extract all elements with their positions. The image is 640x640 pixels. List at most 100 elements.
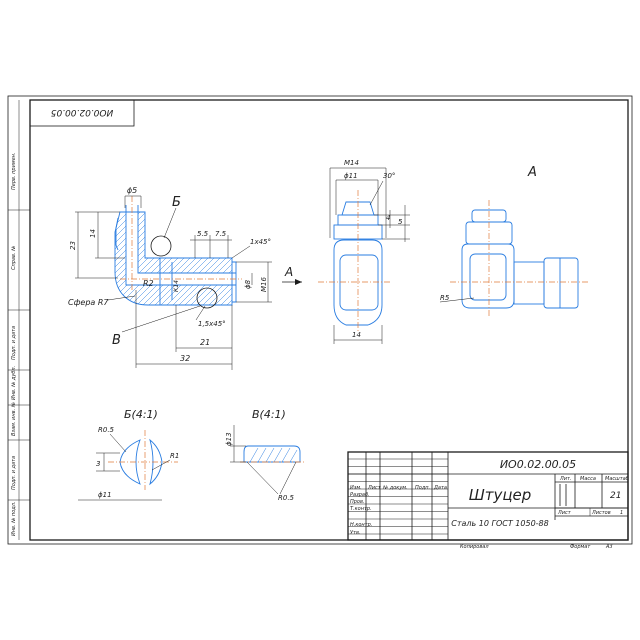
hatch-line <box>115 212 207 305</box>
signer: Н.контр. <box>350 522 372 528</box>
dim-sphere: Сфера R7 <box>68 298 109 307</box>
col-mass: Масса <box>580 476 596 482</box>
detail-b: Б(4:1) R0.5 R1 3 ϕ11 <box>78 408 179 501</box>
dim-v14: 14 <box>89 229 97 238</box>
dim-v5: 5 <box>398 218 403 226</box>
dim-chamfer15: 1,5х45° <box>198 320 226 328</box>
dim-d8: ϕ8 <box>244 279 252 289</box>
dim-v23: 23 <box>69 241 77 250</box>
hatch-line <box>115 212 159 305</box>
detail-v: В(4:1) ϕ13 R0.5 <box>225 408 304 502</box>
signer: Пров. <box>350 499 365 505</box>
dim-h32: 32 <box>180 354 190 363</box>
hatch-line <box>131 212 232 305</box>
side-label: Подп. и дата <box>11 326 17 360</box>
hatch-line <box>173 212 232 305</box>
hatch-line <box>288 200 398 310</box>
dim-d13: ϕ13 <box>225 432 233 446</box>
section-label-b: Б <box>172 195 181 210</box>
hatch-line <box>115 212 219 305</box>
title-block: ИО0.02.00.05 Штуцер Сталь 10 ГОСТ 1050-8… <box>347 451 629 550</box>
part-name: Штуцер <box>469 486 532 504</box>
left-side-strip: Перв. примен. Справ. № Подп. и дата Инв.… <box>8 100 30 540</box>
side-label: Инв. № подл. <box>11 502 17 537</box>
hatch-line <box>246 200 356 310</box>
row-label: Подп. <box>415 485 430 491</box>
hatch-line <box>185 212 232 305</box>
view-a: А R5 <box>439 165 590 318</box>
dim-m14: M14 <box>344 159 359 167</box>
side-label: Справ. № <box>11 246 17 270</box>
hatch-line <box>227 212 232 305</box>
hatch-line <box>191 212 232 305</box>
hatch-line <box>143 212 232 305</box>
hatch-line <box>115 212 165 305</box>
side-label: Подп. и дата <box>11 456 17 490</box>
detail-v-title: В(4:1) <box>252 408 286 421</box>
hatch-line <box>125 212 232 305</box>
dim-d5: ϕ5 <box>127 186 137 195</box>
main-dimensions: ϕ5 14 23 5.5 7.5 1х45° ϕ8 M16 К14 R2 Сфе… <box>68 186 302 370</box>
detail-b-title: Б(4:1) <box>124 408 158 421</box>
dim-chamfer1: 1х45° <box>250 238 271 246</box>
dim-r2: R2 <box>143 279 154 288</box>
signer: Утв. <box>350 530 361 536</box>
dim-d55: 5.5 <box>197 230 209 238</box>
hatch-line <box>179 212 232 305</box>
inner-border <box>29 99 629 541</box>
mass-value: 21 <box>610 491 621 501</box>
side-view: M14 ϕ11 30° 4 5 14 <box>318 159 410 344</box>
side-label: Перв. примен. <box>11 152 17 190</box>
title-code: ИО0.02.00.05 <box>500 458 576 471</box>
hatch-line <box>234 200 344 310</box>
sheets-label: Листов <box>591 510 611 516</box>
dim-ang30: 30° <box>383 172 395 180</box>
material: Сталь 10 ГОСТ 1050-88 <box>451 519 548 528</box>
sheets-value: 1 <box>620 510 623 516</box>
dim-v4: 4 <box>386 214 390 222</box>
col-lit: Лит. <box>559 476 572 482</box>
hatch-line <box>167 212 232 305</box>
dim-d75: 7.5 <box>215 230 227 238</box>
signer: Разраб. <box>350 492 370 498</box>
format-label: Формат <box>570 544 591 550</box>
dim-h21: 21 <box>200 338 210 347</box>
hatch-line <box>282 200 392 310</box>
hatch-line <box>203 212 232 305</box>
outer-frame <box>7 95 633 545</box>
hatch-line <box>115 212 195 305</box>
top-code: ИО0.02.00.05 <box>50 107 113 117</box>
row-label: № докум. <box>382 485 408 491</box>
hatch-line <box>197 212 232 305</box>
hatch-line <box>215 212 232 305</box>
hatch-line <box>161 212 232 305</box>
section-label-v: В <box>112 333 121 348</box>
side-label: Инв. № дубл. <box>11 366 17 400</box>
row-label: Изм. <box>350 485 362 491</box>
view-label-a: А <box>527 165 537 180</box>
dim-w14: 14 <box>352 331 361 339</box>
dim-r05a: R0.5 <box>98 426 115 434</box>
dim-d11: ϕ11 <box>344 172 358 180</box>
top-code-box: ИО0.02.00.05 <box>29 99 135 127</box>
signer: Т.контр. <box>350 506 372 512</box>
hatch-line <box>115 212 177 305</box>
hatch-line <box>137 212 232 305</box>
dim-r5: R5 <box>440 294 450 302</box>
format-value: А3 <box>605 544 613 550</box>
col-scale: Масштаб <box>605 476 629 482</box>
arrow-label-a: А <box>284 265 293 279</box>
hatch-line <box>149 212 232 305</box>
dim-k14: К14 <box>173 280 180 292</box>
dim-d11b: ϕ11 <box>98 491 112 499</box>
hatch-line <box>209 212 232 305</box>
row-label: Дата <box>433 485 447 491</box>
sheet-label: Лист <box>557 510 572 516</box>
row-label: Лист <box>367 485 382 491</box>
dim-r1: R1 <box>170 452 179 460</box>
dim-m16: M16 <box>260 277 268 292</box>
copied-label: Копировал <box>460 544 489 550</box>
hatch-line <box>115 212 141 305</box>
dim-v3: 3 <box>96 460 100 468</box>
